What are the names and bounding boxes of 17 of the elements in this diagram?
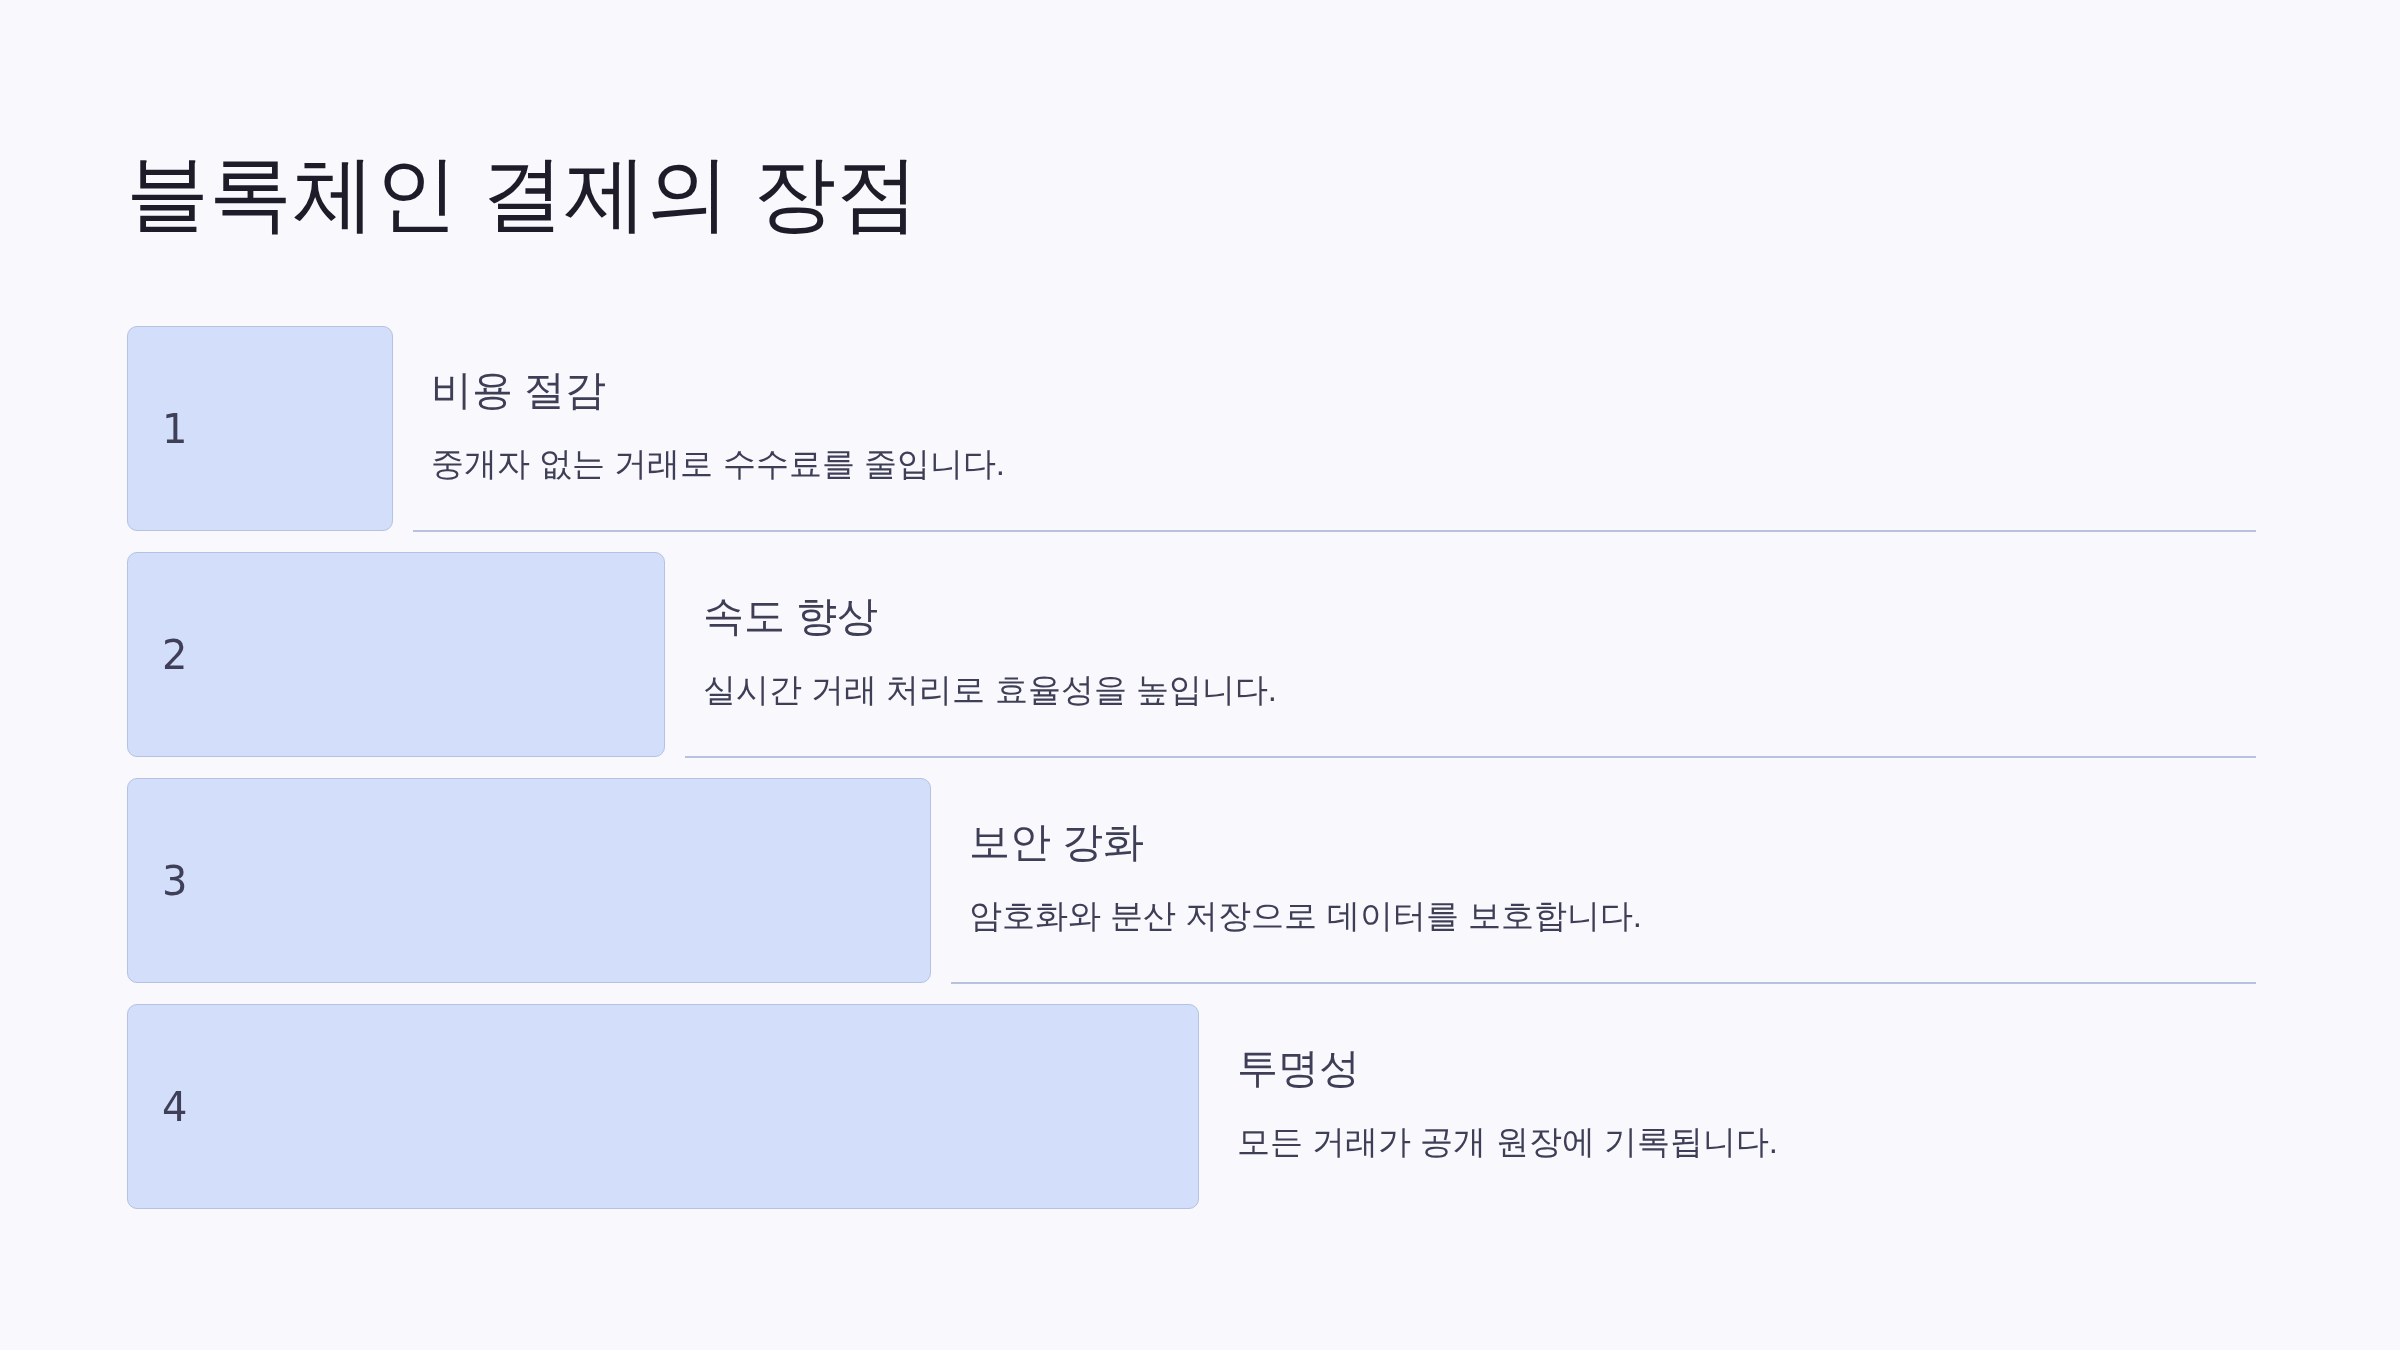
step-number: 4 — [162, 1082, 188, 1131]
description-text: 암호화와 분산 저장으로 데이터를 보호합니다. — [969, 896, 1642, 936]
title: 블록체인 결제의 장점 — [126, 146, 920, 242]
heading-text: 보안 강화 — [969, 818, 1145, 867]
step-number: 1 — [162, 404, 188, 453]
number-box — [127, 1004, 1199, 1209]
step-number: 3 — [162, 856, 188, 905]
number-box — [127, 778, 931, 983]
number-box — [127, 552, 665, 757]
description-text: 실시간 거래 처리로 효율성을 높입니다. — [703, 670, 1277, 710]
description-text: 모든 거래가 공개 원장에 기록됩니다. — [1237, 1122, 1778, 1162]
heading-text: 속도 향상 — [703, 592, 879, 641]
description-text: 중개자 없는 거래로 수수료를 줄입니다. — [431, 444, 1005, 484]
number-box — [127, 326, 393, 531]
heading-text: 투명성 — [1237, 1044, 1360, 1093]
heading-text: 비용 절감 — [431, 366, 607, 415]
step-number: 2 — [162, 630, 188, 679]
